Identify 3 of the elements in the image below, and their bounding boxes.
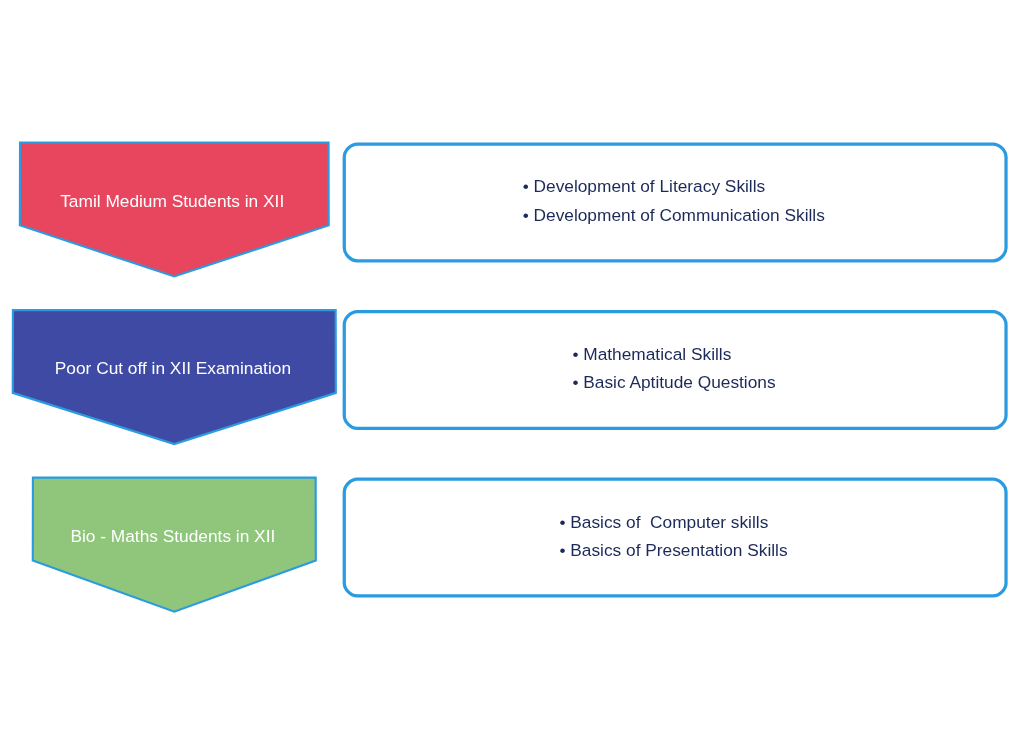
node-box: • Mathematical Skills • Basic Aptitude Questions bbox=[342, 310, 1008, 430]
node-box: • Basics of Computer skills • Basics of Presentation Skills bbox=[342, 477, 1008, 598]
node-box: • Development of Literacy Skills • Development of Communication Skills bbox=[342, 142, 1008, 263]
